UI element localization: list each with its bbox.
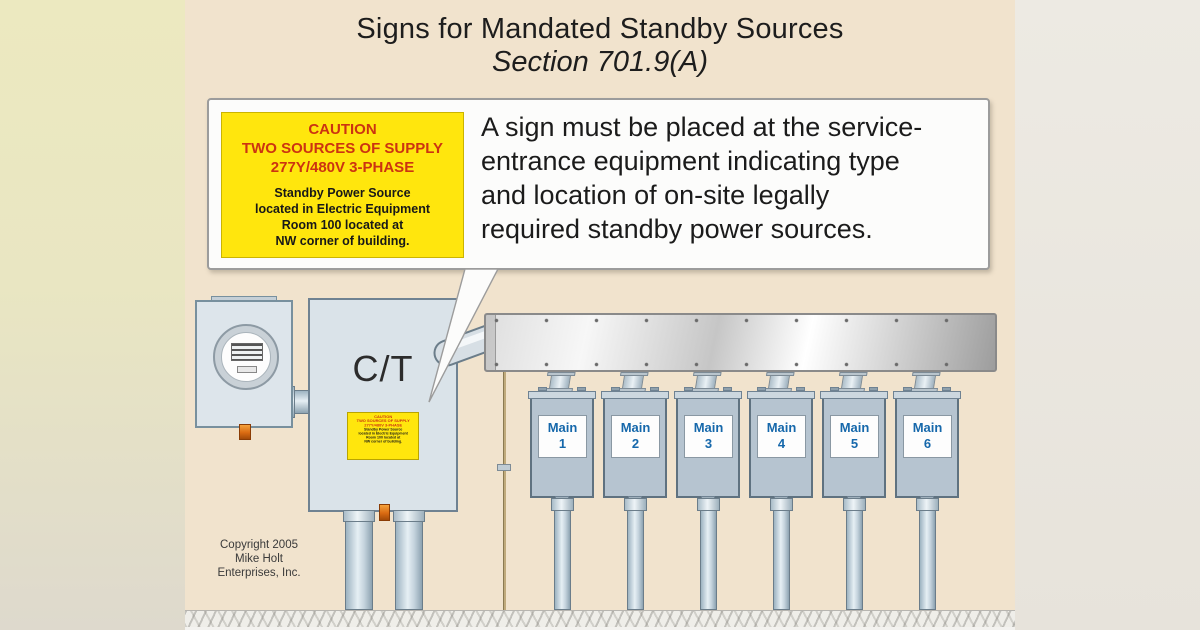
gutter-rivets-bottom [494, 362, 991, 367]
callout-description: A sign must be placed at the service- en… [481, 110, 986, 246]
panel-bolt [796, 387, 805, 391]
meter-nameplate [237, 366, 257, 373]
panel-label: Main 1 [538, 415, 587, 458]
callout-line: and location of on-site legally [481, 180, 830, 210]
callout-line: A sign must be placed at the service- [481, 112, 923, 142]
main-disconnect-1: Main 1 [528, 372, 596, 610]
meter-register [231, 343, 263, 361]
background-band-right [1015, 0, 1200, 630]
mini-caution-heading: 277Y/480V 3-PHASE [364, 423, 403, 428]
panel-label: Main 6 [903, 415, 952, 458]
conduit-coupling [393, 510, 425, 522]
callout-line: required standby power sources. [481, 214, 873, 244]
mini-caution-body: Standby Power Source [364, 427, 403, 432]
floor-strip [185, 610, 1015, 627]
panel-top-cap [674, 391, 742, 399]
ct-caution-sign-mini-text: CAUTION TWO SOURCES OF SUPPLY 277Y/480V … [348, 413, 418, 443]
panel-bolt [723, 387, 732, 391]
panel-bolt [684, 387, 693, 391]
grounding-electrode-conductor [503, 370, 506, 612]
gutter-nipple [763, 372, 795, 392]
caution-heading: TWO SOURCES OF SUPPLY [241, 140, 444, 157]
diagram-subtitle-section: Section 701.9(A) [491, 46, 708, 78]
gutter-nipple [690, 372, 722, 392]
caution-body-line: Standby Power Source [274, 186, 411, 200]
diagram-title: Signs for Mandated Standby Sources [356, 13, 844, 45]
main-disconnect-5: Main 5 [820, 372, 888, 610]
panel-label: Main 2 [611, 415, 660, 458]
panel-top-cap [528, 391, 596, 399]
callout-box: CAUTION TWO SOURCES OF SUPPLY 277Y/480V … [207, 98, 990, 270]
panel-drop-conduit [551, 498, 574, 610]
gutter-nipple [836, 372, 868, 392]
panel-label: Main 3 [684, 415, 733, 458]
main-disconnect-3: Main 3 [674, 372, 742, 610]
panel-bolt [650, 387, 659, 391]
electrical-diagram: Signs for Mandated Standby Sources Secti… [185, 0, 1015, 630]
main-disconnect-4: Main 4 [747, 372, 815, 610]
kwh-meter-icon [213, 324, 279, 390]
panel-bolt [869, 387, 878, 391]
ct-cabinet-label: C/T [352, 348, 414, 389]
ct-cabinet: C/T CAUTION TWO SOURCES OF SUPPLY 277Y/4… [308, 298, 458, 610]
copyright-line: Enterprises, Inc. [217, 567, 301, 579]
panel-bolt [942, 387, 951, 391]
caution-heading: 277Y/480V 3-PHASE [270, 159, 415, 176]
meter-bottom-fitting [239, 424, 251, 440]
caution-sign: CAUTION TWO SOURCES OF SUPPLY 277Y/480V … [221, 112, 464, 258]
copyright-notice: Copyright 2005 Mike Holt Enterprises, In… [195, 538, 323, 580]
panel-label: Main 4 [757, 415, 806, 458]
gutter-nipple [617, 372, 649, 392]
panel-bolt [611, 387, 620, 391]
callout-line: entrance equipment indicating type [481, 146, 900, 176]
panel-drop-conduit [770, 498, 793, 610]
gutter-rivets-top [494, 318, 991, 323]
copyright-line: Mike Holt [235, 553, 283, 565]
meter-enclosure-top-rail [211, 296, 277, 301]
auxiliary-gutter [484, 313, 997, 372]
panel-drop-conduit [624, 498, 647, 610]
ct-riser-conduit-left [345, 510, 373, 610]
meter-face [221, 332, 271, 382]
caution-body-line: Room 100 located at [281, 218, 404, 232]
ct-bottom-fitting [379, 504, 390, 521]
panel-top-cap [893, 391, 961, 399]
wire-clamp [497, 464, 511, 471]
panel-bolt [757, 387, 766, 391]
panel-bolt [903, 387, 912, 391]
conduit-coupling [343, 510, 375, 522]
mini-caution-body: NW corner of building. [364, 439, 403, 444]
background-band-left [0, 0, 185, 630]
panel-drop-conduit [916, 498, 939, 610]
panel-drop-conduit [843, 498, 866, 610]
gutter-nipple [544, 372, 576, 392]
caution-body-line: located in Electric Equipment [254, 202, 431, 216]
panel-bolt [538, 387, 547, 391]
main-disconnect-6: Main 6 [893, 372, 961, 610]
caution-heading: CAUTION [308, 121, 377, 138]
mini-caution-heading: CAUTION [374, 414, 393, 419]
panel-drop-conduit [697, 498, 720, 610]
panel-label: Main 5 [830, 415, 879, 458]
panel-top-cap [601, 391, 669, 399]
panel-bolt [830, 387, 839, 391]
main-disconnect-2: Main 2 [601, 372, 669, 610]
floor-edge [185, 627, 1015, 630]
mini-caution-body: located in Electric Equipment [358, 431, 408, 436]
panel-top-cap [820, 391, 888, 399]
panel-bolt [577, 387, 586, 391]
mini-caution-heading: TWO SOURCES OF SUPPLY [356, 418, 410, 424]
utility-meter-enclosure [195, 296, 293, 440]
ct-riser-conduit-right [395, 510, 423, 610]
mini-caution-body: Room 100 located at [366, 435, 401, 440]
panel-top-cap [747, 391, 815, 399]
gutter-nipple [909, 372, 941, 392]
caution-body-line: NW corner of building. [275, 234, 410, 248]
ct-caution-sign-mini: CAUTION TWO SOURCES OF SUPPLY 277Y/480V … [347, 412, 419, 460]
copyright-line: Copyright 2005 [220, 539, 298, 551]
